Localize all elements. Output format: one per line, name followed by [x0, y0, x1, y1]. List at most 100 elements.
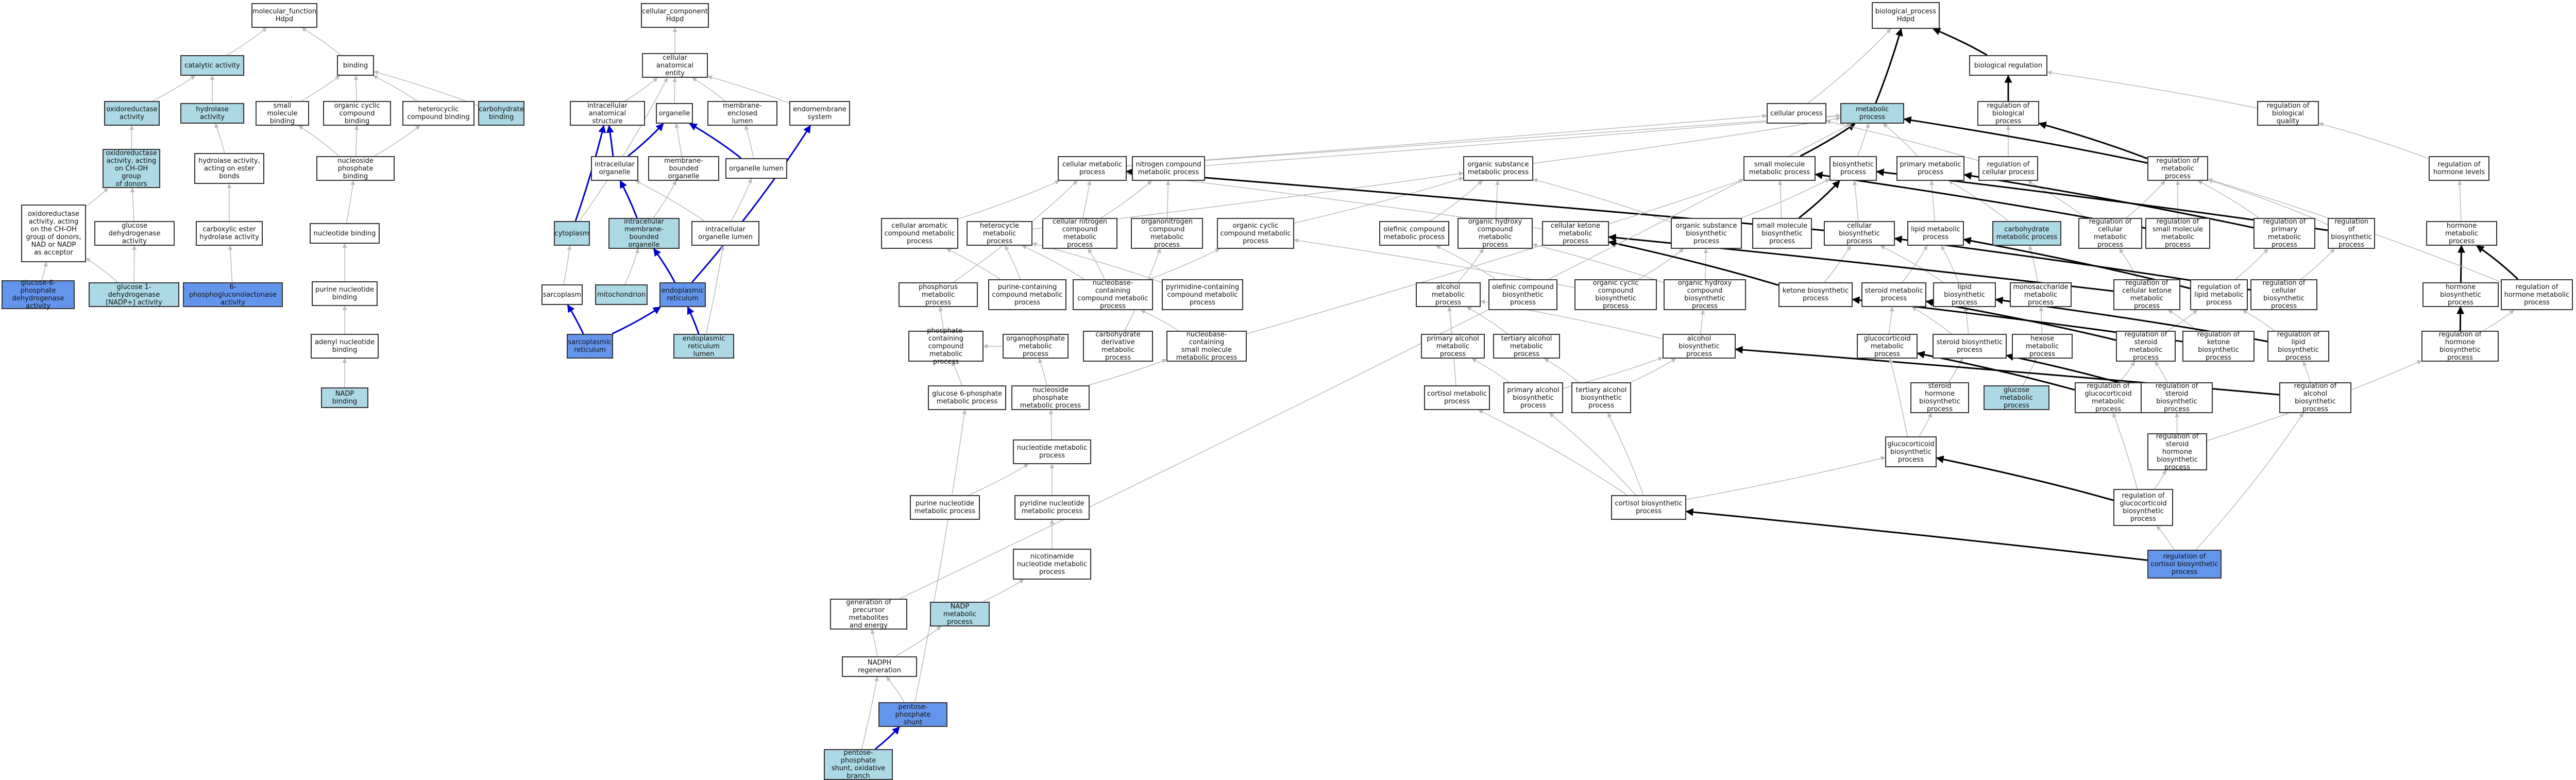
go-term-er: endoplasmic reticulum — [659, 282, 706, 307]
go-term-org-cyclic-binding: organic cyclic compound binding — [323, 101, 391, 126]
edge-olefinic-met-to-org-sub-met — [1430, 181, 1482, 221]
go-term-endomembrane: endomembrane system — [789, 101, 850, 126]
go-term-ketone-bio: ketone biosynthetic process — [1778, 282, 1853, 307]
go-term-purine-nucleotide-binding: purine nucleotide binding — [312, 281, 378, 306]
edge-small-mol-binding-to-binding — [301, 76, 340, 101]
go-term-adenyl-binding: adenyl nucleotide binding — [311, 334, 379, 359]
go-term-hormone-met: hormone metabolic process — [2426, 221, 2497, 246]
go-term-bp: biological_process Hdpd — [1872, 2, 1940, 29]
go-term-reg-hormone-levels: regulation of hormone levels — [2429, 156, 2489, 181]
edge-reg-glucocorticoid-bio-to-reg-steroid-hormone-bio — [2155, 470, 2166, 489]
go-term-reg-glucocorticoid-bio: regulation of glucocorticoid biosyntheti… — [2113, 489, 2173, 526]
edge-glucocorticoid-met-to-steroid-met — [1889, 307, 1892, 334]
edge-cell-nitrogen-to-cell-met — [1083, 181, 1090, 218]
go-term-g6p-met: glucose 6-phosphate metabolic process — [928, 385, 1006, 410]
go-term-alcohol-bio: alcohol biosynthetic process — [1663, 334, 1736, 359]
go-term-reg-steroid-bio: regulation of steroid biosynthetic proce… — [2141, 382, 2213, 413]
edge-cortisol-bio-to-glucocorticoid-bio — [1686, 457, 1885, 500]
edge-ppp-ox-to-nadph-regen — [861, 677, 877, 749]
edge-nucleotide-met-to-nucleoside-phos-met — [1051, 410, 1052, 439]
edge-organelle-to-cae — [674, 78, 675, 103]
edge-intra-mb-organelle-to-intra-organelle — [620, 181, 637, 218]
edge-binding-to-mf — [302, 28, 341, 55]
edge-cortisol-bio-to-primary-alcohol-bio — [1550, 413, 1636, 495]
go-term-intra-mb-organelle: intracellular membrane-bounded organelle — [608, 218, 680, 249]
go-term-organonitrogen: organonitrogen compound metabolic proces… — [1131, 218, 1203, 249]
go-term-steroid-met: steroid metabolic process — [1861, 282, 1926, 307]
edge-glucocorticoid-bio-to-steroid-hormone-bio — [1919, 413, 1931, 436]
go-term-primary-met: primary metabolic process — [1896, 156, 1964, 181]
edge-small-mol-met-to-metabolic-process — [1800, 124, 1855, 156]
edge-reg-cortisol-bio-to-reg-glucocorticoid-bio — [2157, 526, 2174, 550]
edge-gluc-dehydro-to-oxido-choh — [132, 188, 134, 221]
go-term-reg-cell-bio: regulation of cellular biosynthetic proc… — [2250, 279, 2317, 310]
edge-reg-glucocorticoid-met-to-reg-steroid-met — [2120, 362, 2134, 382]
go-term-org-hydroxy-bio: organic hydroxy compound biosynthetic pr… — [1664, 279, 1746, 310]
go-term-cell-bio: cellular biosynthetic process — [1824, 221, 1895, 246]
edge-primary-met-to-metabolic-process — [1883, 124, 1918, 156]
go-term-org-cyclic-bio: organic cyclic compound biosynthetic pro… — [1574, 279, 1657, 310]
go-term-intra-struct: intracellular anatomical structure — [570, 101, 645, 126]
edge-reg-lipid-met-to-reg-primary-met — [2235, 249, 2268, 279]
go-term-cell-ketone: cellular ketone metabolic process — [1542, 221, 1609, 246]
edge-cortisol-bio-to-tertiary-alcohol-bio — [1608, 413, 1643, 495]
edge-tertiary-alcohol-met-to-alcohol-met — [1467, 307, 1507, 334]
go-term-g1d: glucose 1-dehydrogenase [NADP+] activity — [89, 282, 179, 307]
go-term-oxido-choh: oxidoreductase activity, acting on CH-OH… — [103, 149, 160, 188]
go-term-reg-steroid-hormone-bio: regulation of steroid hormone biosynthet… — [2147, 433, 2207, 470]
edge-reg-lipid-bio-to-reg-lipid-met — [2243, 310, 2275, 331]
edge-organelle-lumen-to-organelle — [690, 124, 741, 158]
edge-nucleobase-small-to-nucleobase-cont — [1141, 310, 1179, 331]
go-term-cc: cellular_component Hdpd — [641, 3, 709, 28]
go-term-intra-organelle: intracellular organelle — [591, 156, 638, 181]
edge-oxidoreductase-to-catalytic — [152, 76, 195, 101]
go-term-oxidoreductase: oxidoreductase activity — [104, 101, 160, 126]
edge-cell-arom-to-cell-met — [958, 181, 1059, 219]
edge-mb-organelle-to-organelle — [676, 124, 682, 156]
go-term-carb-binding: carbohydrate binding — [478, 101, 524, 126]
edge-nucleobase-cont-to-heterocycle-met — [1022, 246, 1084, 279]
go-term-intra-organelle-lumen: intracellular organelle lumen — [691, 221, 759, 246]
edge-reg-hormone-bio-to-reg-hormone-met — [2483, 310, 2514, 331]
edge-small-mol-bio-to-small-mol-met — [1780, 181, 1782, 218]
go-term-alcohol-met: alcohol metabolic process — [1416, 282, 1481, 307]
go-term-purine-nucleotide-met: purine nucleotide metabolic process — [910, 495, 980, 520]
go-term-steroid-bio: steroid biosynthetic process — [1933, 334, 2007, 359]
edge-g1d-to-oxido-nad — [86, 258, 118, 282]
go-term-reg-hormone-met: regulation of hormone metabolic process — [2501, 279, 2573, 310]
edge-reg-cell-bio-to-reg-biosynthetic — [2301, 249, 2334, 279]
edge-reg-bio-quality-to-bio-reg — [2047, 72, 2257, 108]
edge-small-mol-bio-to-biosynthetic — [1799, 181, 1840, 218]
edge-reg-alcohol-bio-to-reg-lipid-bio — [2303, 362, 2310, 382]
edge-er-to-intra-mb-organelle — [654, 249, 675, 282]
edge-glucocorticoid-bio-to-glucocorticoid-met — [1890, 359, 1907, 436]
go-term-reg-cortisol-bio: regulation of cortisol biosynthetic proc… — [2147, 550, 2222, 579]
go-term-glucose-met: glucose metabolic process — [1984, 385, 2049, 410]
go-term-gluc-dehydro: glucose dehydrogenase activity — [94, 221, 175, 246]
go-term-pyrimidine-cont: pyrimidine-containing compound metabolic… — [1162, 279, 1243, 310]
go-term-heterocycle-met: heterocycle metabolic process — [967, 221, 1032, 246]
go-term-lipid-bio: lipid biosynthetic process — [1933, 282, 1996, 307]
go-term-bio-reg: biological regulation — [1969, 55, 2047, 76]
go-term-nucleoside-phos-binding: nucleoside phosphate binding — [316, 156, 395, 181]
edge-endomembrane-to-cae — [708, 76, 789, 103]
go-term-pyridine-nucleotide-met: pyridine nucleotide metabolic process — [1014, 495, 1090, 520]
edge-reg-met-proc-to-reg-bio-proc — [2039, 124, 2147, 159]
go-term-nicotinamide: nicotinamide nucleotide metabolic proces… — [1013, 549, 1091, 580]
edge-intra-organelle-lumen-to-intra-organelle — [636, 181, 704, 221]
edge-intra-struct-to-cae — [625, 78, 657, 101]
edge-cytoplasm-to-cae — [580, 78, 668, 221]
edge-reg-cortisol-bio-to-reg-alcohol-bio — [2196, 413, 2303, 550]
edge-oxido-nad-to-oxido-choh — [86, 188, 108, 206]
edge-ketone-bio-to-cell-bio — [1824, 246, 1851, 282]
go-term-nucleotide-binding: nucleotide binding — [310, 223, 380, 244]
go-term-reg-biosynthetic: regulation of biosynthetic process — [2328, 218, 2375, 249]
go-term-cortisol-met: cortisol metabolic process — [1424, 385, 1490, 410]
go-term-phosphorus-met: phosphorus metabolic process — [899, 282, 978, 307]
edge-tertiary-alcohol-bio-to-alcohol-bio — [1631, 359, 1675, 382]
go-term-org-sub-met: organic substance metabolic process — [1463, 156, 1533, 181]
go-term-steroid-hormone-bio: steroid hormone biosynthetic process — [1910, 382, 1969, 413]
edge-nucleobase-small-to-small-mol-met — [1247, 180, 1743, 334]
edge-lipid-bio-to-cell-bio — [1880, 246, 1943, 282]
edge-reg-cell-met-to-reg-met-proc — [2126, 181, 2165, 218]
